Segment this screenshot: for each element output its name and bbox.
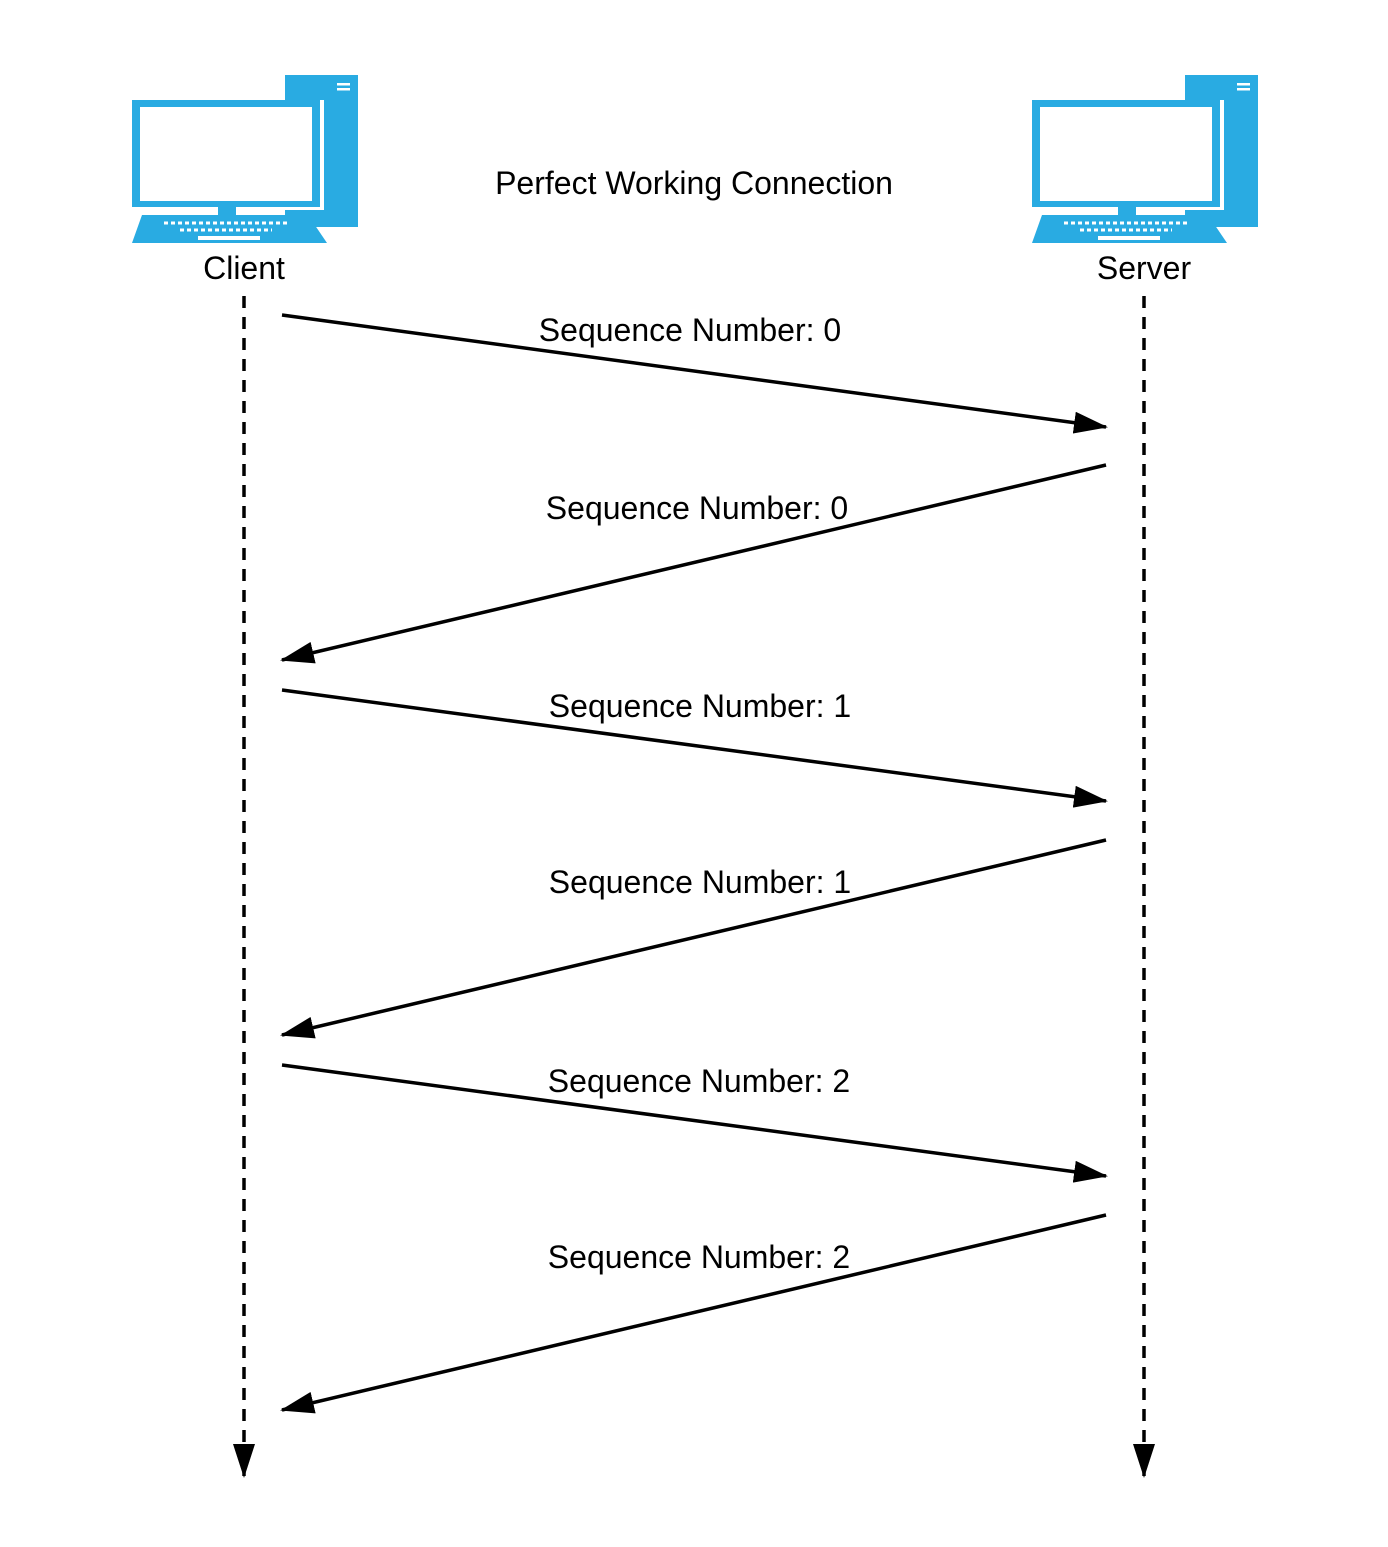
diagram-title: Perfect Working Connection (495, 165, 893, 201)
client-computer-icon (132, 75, 358, 243)
message-label-4: Sequence Number: 1 (549, 864, 851, 900)
message-arrow-3 (281, 688, 1108, 808)
message-arrow-5 (281, 1063, 1108, 1183)
message-label-2: Sequence Number: 0 (546, 490, 848, 526)
server-computer-icon (1032, 75, 1258, 243)
message-label-1: Sequence Number: 0 (539, 312, 841, 348)
message-label-6: Sequence Number: 2 (548, 1239, 850, 1275)
message-arrow-4 (280, 838, 1107, 1039)
message-arrow-1 (281, 313, 1108, 434)
message-arrow-2 (280, 463, 1107, 664)
message-label-5: Sequence Number: 2 (548, 1063, 850, 1099)
participant-label-server: Server (1097, 250, 1192, 286)
message-arrow-6 (280, 1213, 1107, 1414)
participant-label-client: Client (203, 250, 285, 286)
message-label-3: Sequence Number: 1 (549, 688, 851, 724)
